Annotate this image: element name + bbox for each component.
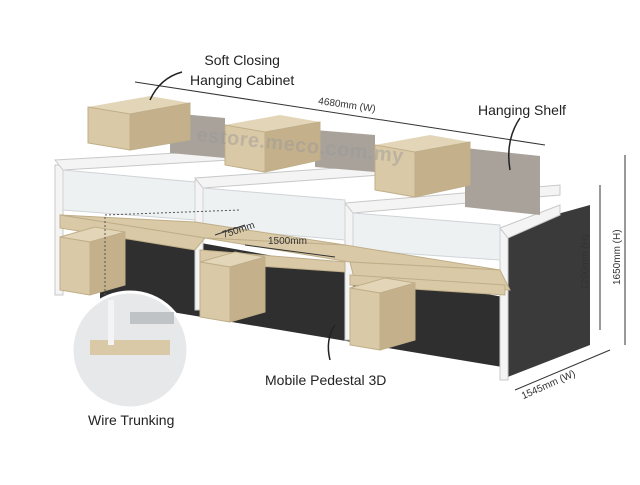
wire-trunking-callout: Wire Trunking [88, 412, 175, 428]
desk-tops [59, 214, 511, 296]
hanging-cabinet-line-2: Hanging Cabinet [190, 72, 295, 88]
end-panel [500, 205, 590, 380]
inset-leader-2 [104, 209, 241, 216]
desk-width-dimension: 1500mm [268, 236, 307, 247]
callout-arrows [149, 71, 521, 361]
overall-height-dimension: 1650mm (H) [612, 229, 623, 285]
dimension-lines [134, 81, 626, 391]
hanging-cabinet-callout: Soft Closing Hanging Cabinet [190, 50, 294, 90]
panel-height-dimension: 1200mm (H) [580, 234, 591, 290]
hanging-cabinets [87, 96, 471, 198]
mobile-pedestal-callout: Mobile Pedestal 3D [265, 372, 387, 388]
mobile-pedestals [59, 226, 416, 351]
hanging-cabinet-line-1: Soft Closing [204, 52, 280, 68]
fabric-screens [170, 113, 540, 215]
wire-trunking-inset [70, 290, 190, 410]
hanging-shelf-callout: Hanging Shelf [478, 102, 566, 118]
